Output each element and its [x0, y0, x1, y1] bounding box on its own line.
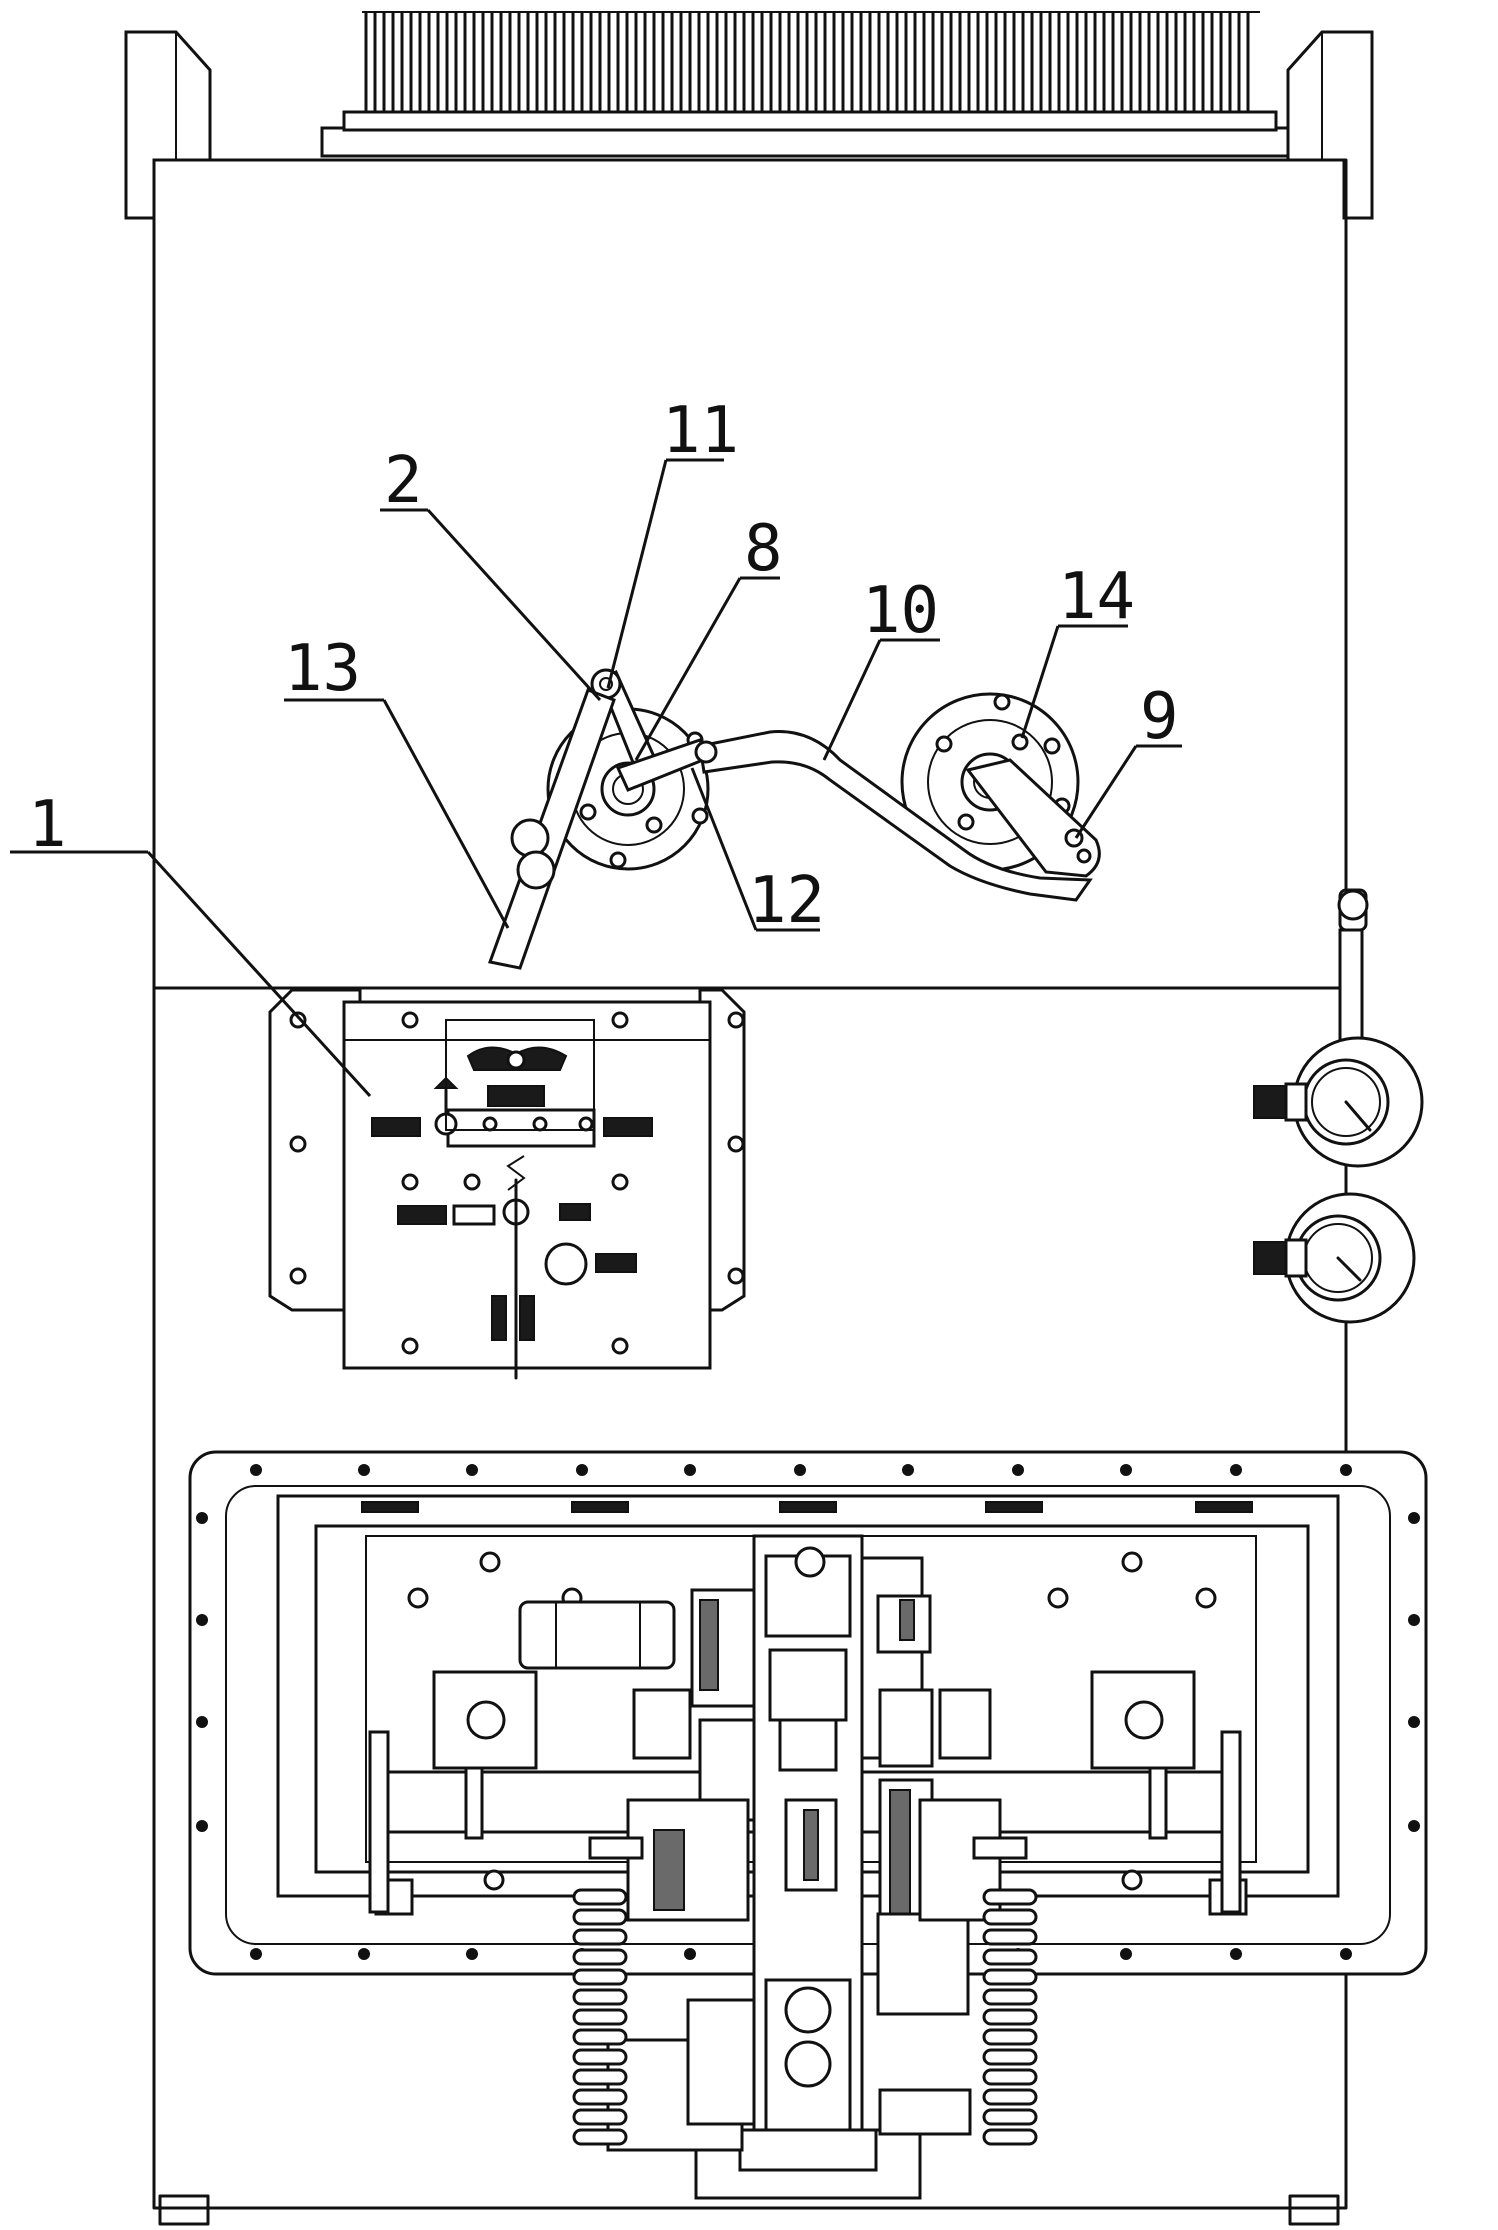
callouts: 1 13 2 11 8 10 14 9 12	[10, 394, 1182, 1098]
central-mechanism	[572, 1534, 1038, 2200]
right-lifting-bracket	[1286, 30, 1374, 220]
callout-label-10: 10	[862, 574, 939, 648]
callout-label-9: 9	[1140, 680, 1179, 754]
lower-gauge	[1253, 1192, 1416, 1324]
callout-label-13: 13	[284, 632, 361, 706]
operation-panel	[268, 988, 746, 1380]
upper-gauge	[1253, 1036, 1424, 1168]
left-lifting-bracket	[124, 30, 212, 220]
callout-label-12: 12	[748, 864, 825, 938]
pressure-pipe	[1337, 888, 1369, 1042]
callout-label-8: 8	[744, 512, 783, 586]
connecting-rod	[698, 730, 1093, 902]
cabinet-body	[152, 158, 1348, 2226]
callout-label-14: 14	[1058, 560, 1135, 634]
heat-sink	[320, 11, 1302, 158]
callout-label-11: 11	[662, 394, 739, 468]
callout-label-1: 1	[28, 788, 67, 862]
right-lever-arm	[965, 758, 1101, 878]
callout-label-2: 2	[384, 444, 423, 518]
